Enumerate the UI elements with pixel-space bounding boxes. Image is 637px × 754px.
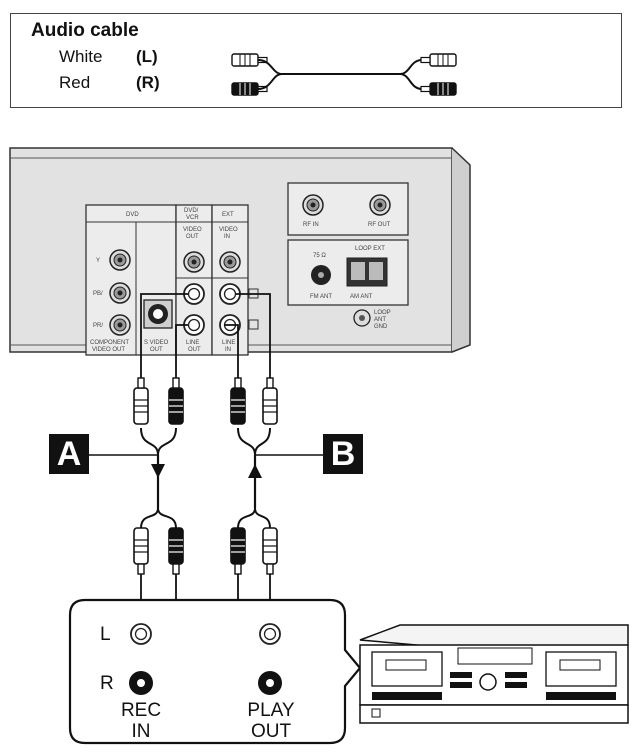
audio-cable-legend: Audio cable White (L) Red (R): [10, 13, 622, 108]
callout-b-badge: B: [323, 434, 363, 474]
svg-text:DVD/: DVD/: [184, 208, 199, 214]
svg-text:RF OUT: RF OUT: [368, 222, 391, 228]
svg-text:IN: IN: [225, 347, 231, 353]
cable-b-top: [224, 293, 278, 508]
svg-text:LINE: LINE: [222, 340, 235, 346]
legend-white-channel: (L): [136, 47, 158, 66]
deck-play-out-label: PLAY OUT: [247, 700, 295, 742]
svg-text:EXT: EXT: [222, 212, 234, 218]
svg-text:OUT: OUT: [150, 347, 163, 353]
svg-text:OUT: OUT: [186, 234, 199, 240]
svg-text:LOOP EXT: LOOP EXT: [355, 246, 385, 252]
deck-jack-panel: [68, 598, 362, 745]
svg-text:PR/: PR/: [93, 323, 103, 329]
svg-text:AM ANT: AM ANT: [350, 294, 373, 300]
svg-text:PB/: PB/: [93, 291, 103, 297]
svg-text:DVD: DVD: [126, 212, 139, 218]
svg-text:COMPONENT: COMPONENT: [90, 340, 129, 346]
svg-text:VIDEO: VIDEO: [183, 227, 202, 233]
legend-cable-icon: [231, 53, 457, 96]
svg-text:ANT: ANT: [374, 317, 386, 323]
svg-text:FM ANT: FM ANT: [310, 294, 332, 300]
svg-text:S VIDEO: S VIDEO: [144, 340, 169, 346]
svg-text:Y: Y: [96, 258, 100, 264]
cable-a-top: [133, 293, 188, 508]
recorder-rear-panel: DVD DVD/ VCR EXT VIDEO OUT VIDEO IN Y PB…: [9, 147, 471, 356]
deck-r-label: R: [100, 673, 114, 694]
svg-text:OUT: OUT: [188, 347, 201, 353]
svg-text:IN: IN: [224, 234, 230, 240]
svg-text:RF IN: RF IN: [303, 222, 319, 228]
svg-text:VCR: VCR: [186, 215, 199, 221]
legend-white-label: White: [59, 47, 103, 66]
legend-title: Audio cable: [31, 20, 139, 41]
legend-red-channel: (R): [136, 73, 160, 92]
svg-text:GND: GND: [374, 324, 388, 330]
cassette-deck-icon: [359, 624, 629, 724]
deck-rec-in-label: REC IN: [120, 700, 162, 742]
deck-l-label: L: [100, 624, 111, 645]
svg-text:VIDEO: VIDEO: [219, 227, 238, 233]
legend-red-label: Red: [59, 73, 91, 92]
svg-text:LINE: LINE: [186, 340, 199, 346]
svg-text:VIDEO OUT: VIDEO OUT: [92, 347, 125, 353]
svg-text:LOOP: LOOP: [374, 310, 391, 316]
svg-text:75 Ω: 75 Ω: [313, 253, 326, 259]
callout-a-badge: A: [49, 434, 89, 474]
